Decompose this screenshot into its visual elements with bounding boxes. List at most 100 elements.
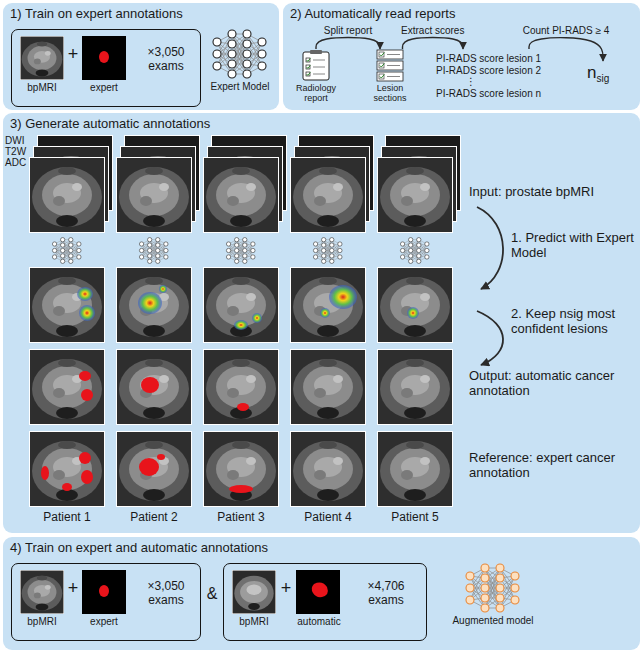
math-symbol: n: [587, 63, 596, 83]
text-line: [387, 76, 400, 77]
checkbox: [379, 74, 384, 79]
label-slot: ADC: [5, 157, 29, 169]
sequence-label: ADC: [5, 157, 29, 169]
prediction-image: [290, 267, 366, 343]
heatmap-blob: [407, 307, 419, 319]
score-line: PI-RADS score lesion 1: [436, 53, 550, 65]
label-slot: Output: automatic cancer annotation: [469, 369, 637, 399]
checkmark: [380, 75, 385, 79]
adc-image: [290, 157, 366, 233]
lesion-mask: [79, 371, 91, 381]
label-slot: DWI: [5, 135, 29, 147]
panel: 3) Generate automatic annotationsDWIT2WA…: [3, 113, 640, 533]
expert-network: [213, 30, 266, 78]
panel: 2) Automatically read reports Radiology …: [283, 3, 640, 110]
text-slot: bpMRI: [224, 616, 284, 628]
row-label: Output: automatic cancer annotation: [469, 369, 637, 399]
patient-label: Patient 4: [290, 511, 366, 525]
prediction-image: [203, 267, 279, 343]
label-slot: Patient 3: [203, 511, 279, 525]
heatmap-blob: [320, 308, 330, 318]
adc-image: [116, 157, 192, 233]
network-icon: [139, 238, 168, 264]
output-image: [290, 349, 366, 425]
image-caption: automatic: [286, 616, 352, 628]
clipboard: [303, 52, 329, 80]
image-caption: ×3,050 exams: [134, 46, 198, 74]
label-slot: Patient 4: [290, 511, 366, 525]
reference-image: [116, 431, 192, 507]
text-line: [313, 60, 325, 61]
text-slot: expert: [74, 616, 134, 628]
label-slot: &: [203, 585, 221, 603]
label-slot: Input: prostate bpMRI: [469, 185, 637, 200]
clipboard-clip: [310, 50, 322, 54]
icon-caption: Radiology report: [293, 83, 339, 104]
checkbox: [306, 65, 310, 69]
score-line: ⋮: [436, 76, 550, 88]
patient-label: Patient 5: [377, 511, 453, 525]
heatmap-blob: [79, 305, 95, 321]
panel-heading: 4) Train on expert and automatic annotat…: [10, 541, 633, 556]
bpmri-thumbnail: [20, 570, 64, 614]
step-arrow: [477, 311, 503, 365]
heatmap-blob: [138, 292, 162, 314]
lesion-mask: [229, 485, 253, 493]
network-icon: [226, 238, 255, 264]
label-slot: 2. Keep nsig most confident lesions: [511, 307, 635, 337]
sequence-label: T2W: [5, 146, 29, 158]
checkbox: [306, 72, 310, 76]
reference-image: [29, 431, 105, 507]
edge-label-slot: Extract scores: [399, 25, 466, 37]
adc-image: [377, 157, 453, 233]
image-caption: +: [276, 578, 296, 599]
network-icon: [313, 238, 342, 264]
score-list: PI-RADS score lesion 1PI-RADS score lesi…: [433, 49, 553, 103]
score-line: PI-RADS score lesion n: [436, 88, 550, 100]
step-arrow: [477, 207, 503, 289]
output-image: [29, 349, 105, 425]
lesion-mask: [41, 466, 49, 480]
reference-image: [203, 431, 279, 507]
text-slot: +: [64, 578, 82, 599]
ampersand: &: [203, 585, 221, 603]
label-slot: Reference: expert cancer annotation: [469, 451, 637, 481]
panel-heading: 2) Automatically read reports: [290, 7, 633, 22]
output-image: [116, 349, 192, 425]
label-slot: Patient 5: [377, 511, 453, 525]
section-form: [377, 50, 403, 59]
sections-illustration: [365, 49, 415, 83]
row-label: Input: prostate bpMRI: [469, 185, 637, 200]
panel-heading: 3) Generate automatic annotations: [10, 117, 633, 132]
image-caption: bpMRI: [12, 82, 72, 94]
lesion-mask: [139, 458, 159, 476]
text-slot: bpMRI: [12, 616, 72, 628]
text-slot: ×4,706 exams: [352, 580, 420, 608]
model-name: Augmented model: [447, 615, 539, 627]
patient-column: [377, 135, 461, 507]
score-line: PI-RADS score lesion 2: [436, 65, 550, 77]
annotation-pair-box: bpMRI + automatic×4,706 exams: [223, 563, 427, 641]
lesion-mask: [79, 452, 91, 464]
bpmri-thumbnail: [20, 36, 64, 80]
row-label: Reference: expert cancer annotation: [469, 451, 637, 481]
heatmap-blob: [77, 287, 93, 301]
patient-column: [116, 135, 200, 507]
network-illustration: [447, 561, 539, 615]
report-node: Radiology report: [293, 49, 339, 104]
prediction-image: [377, 267, 453, 343]
text-line: [387, 65, 400, 66]
image-caption: +: [64, 578, 82, 599]
adc-image: [29, 157, 105, 233]
checkbox: [379, 63, 384, 68]
annotation-pair-box: bpMRI+expert×3,050 exams: [11, 563, 201, 641]
lesion-mask: [99, 585, 109, 597]
prediction-image: [116, 267, 192, 343]
output-image: [203, 349, 279, 425]
edge-label: Split report: [322, 25, 374, 37]
image-caption: ×4,706 exams: [352, 580, 420, 608]
bpmri-thumbnail: [232, 570, 276, 614]
image-caption: +: [64, 44, 82, 65]
text-slot: +: [276, 578, 296, 599]
